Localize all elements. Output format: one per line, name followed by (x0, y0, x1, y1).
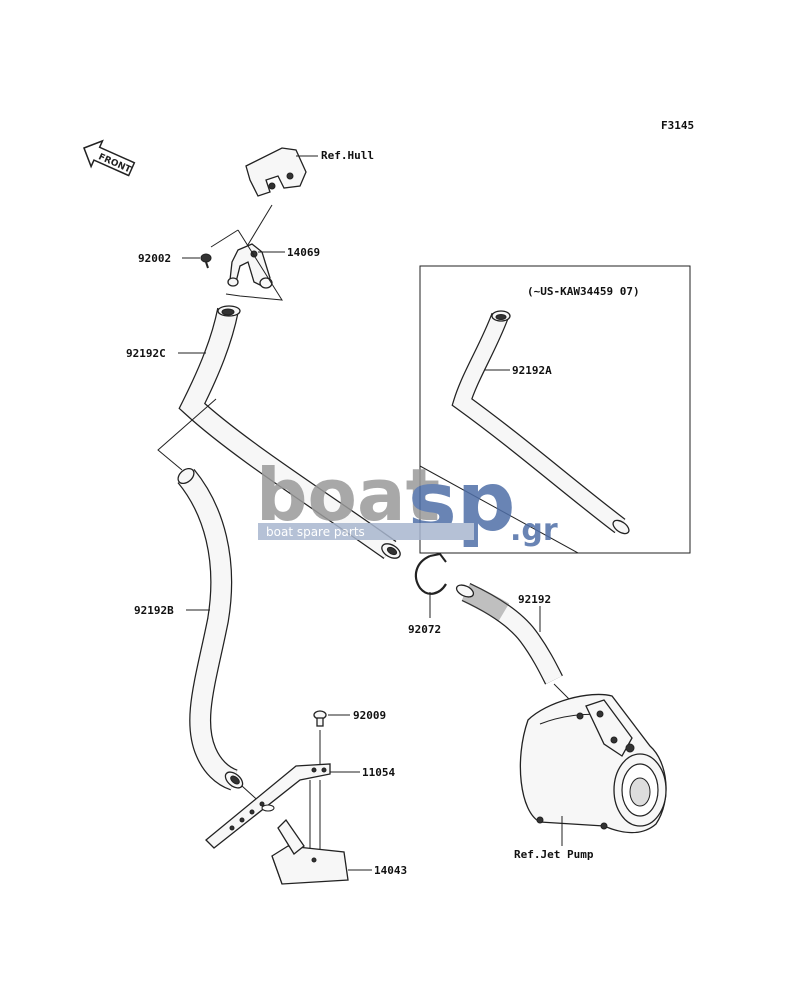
hose-92192-part (455, 582, 563, 685)
hull-bracket-part (245, 147, 307, 197)
screw-92009-part (313, 710, 327, 727)
hose-92192b-part (177, 467, 244, 791)
label-92072: 92072 (408, 623, 441, 636)
watermark-logo: boat sp .gr boat spare parts (256, 453, 558, 550)
figure-code: F3145 (661, 119, 694, 132)
watermark-tld: .gr (510, 513, 558, 548)
hose-92192a-part (451, 310, 630, 535)
jet-pump-part (519, 693, 667, 834)
label-11054: 11054 (362, 766, 395, 779)
label-92002: 92002 (138, 252, 171, 265)
label-ref-jet-pump: Ref.Jet Pump (514, 848, 594, 861)
clamp-92072-part (414, 552, 447, 595)
label-14043: 14043 (374, 864, 407, 877)
watermark-tagline: boat spare parts (266, 525, 365, 539)
label-92192c: 92192C (126, 347, 166, 360)
label-14069: 14069 (287, 246, 320, 259)
label-92009: 92009 (353, 709, 386, 722)
label-92192: 92192 (518, 593, 551, 606)
hose-92192c-part (178, 305, 401, 559)
intake-14043-part (271, 818, 349, 885)
label-ref-hull: Ref.Hull (321, 149, 374, 162)
strap-11054-part (205, 763, 331, 849)
front-arrow-icon: FRONT (83, 139, 136, 177)
variant-note: (~US-KAW34459 07) (527, 285, 640, 298)
screw-92002-part (200, 253, 212, 269)
label-92192b: 92192B (134, 604, 174, 617)
label-92192a: 92192A (512, 364, 552, 377)
variant-box (419, 265, 691, 554)
fitting-14069-part (227, 243, 273, 289)
